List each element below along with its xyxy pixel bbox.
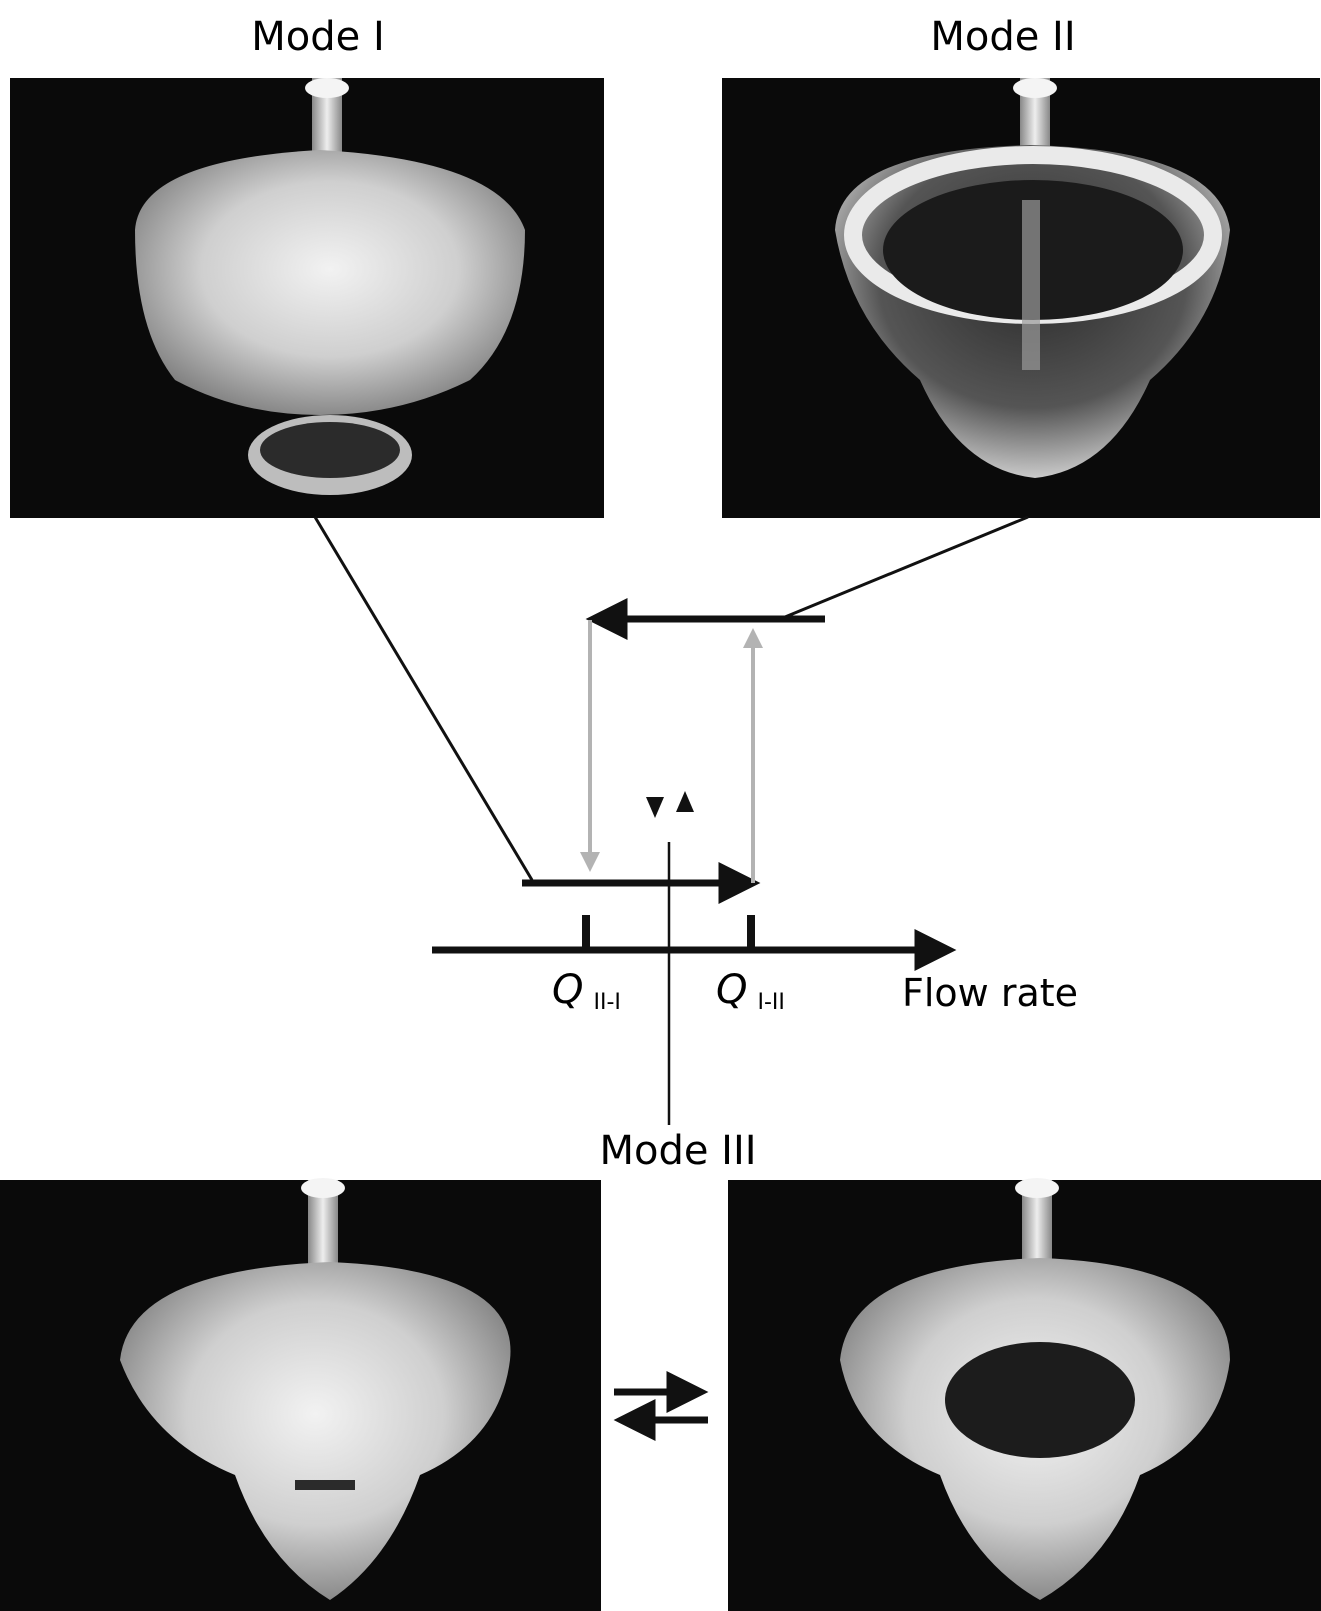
mode-2-label: Mode II	[930, 14, 1075, 60]
mode-1-photo	[10, 78, 604, 518]
q-low-label: QII-I	[552, 967, 621, 1015]
mode-3-label: Mode III	[599, 1128, 756, 1174]
mode-1-label: Mode I	[251, 14, 385, 60]
mode-2-photo	[722, 78, 1320, 518]
up-down-triangle-icon	[646, 791, 694, 818]
q-low-tick	[582, 915, 590, 951]
mode-1-leader-line	[315, 517, 532, 880]
flow-rate-label: Flow rate	[902, 971, 1078, 1015]
q-high-label: QI-II	[716, 967, 785, 1015]
equilibrium-arrows-icon	[614, 1392, 708, 1420]
mode-3-photo-right	[728, 1178, 1321, 1611]
q-high-tick	[747, 915, 755, 951]
mode-2-leader-line	[785, 517, 1028, 617]
mode-3-photo-left	[0, 1178, 601, 1611]
